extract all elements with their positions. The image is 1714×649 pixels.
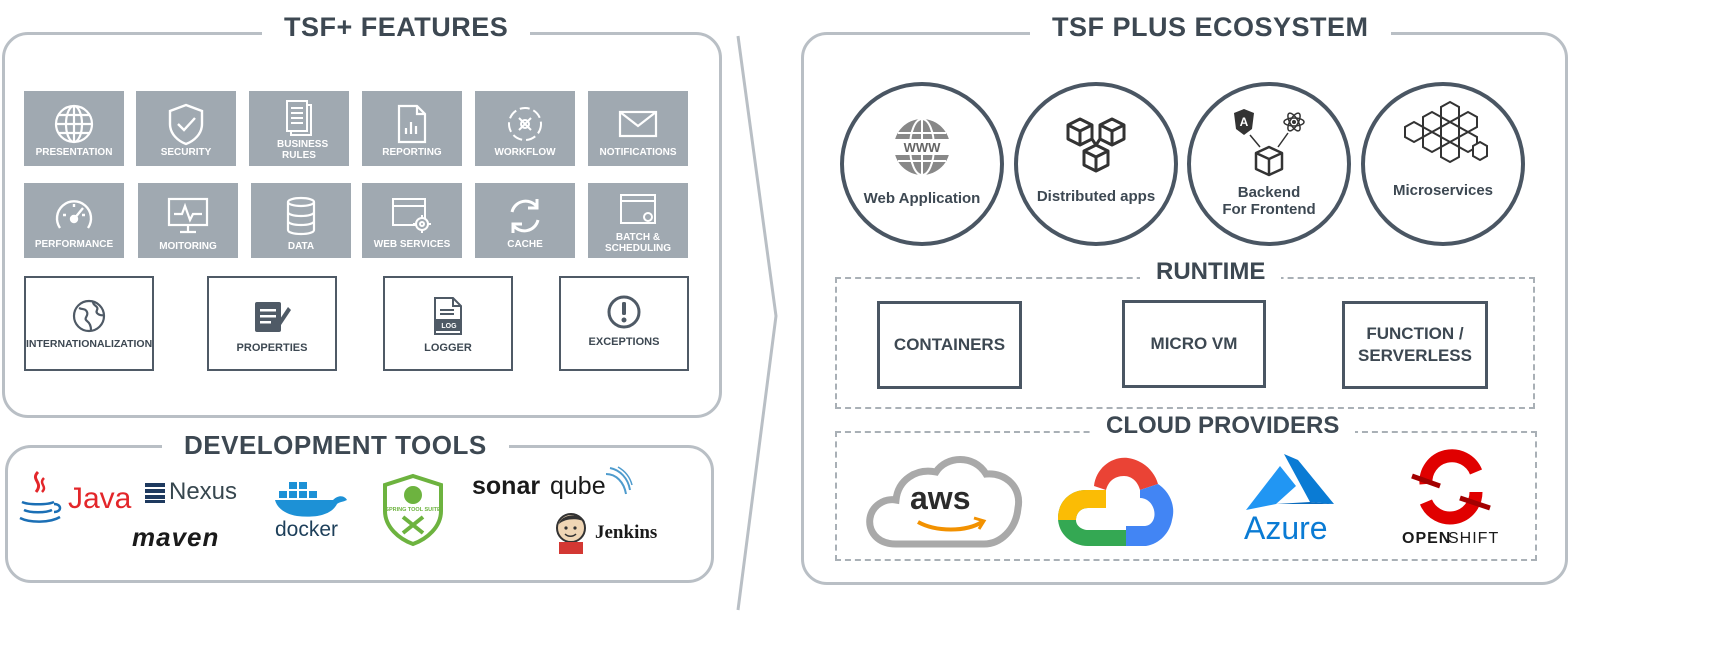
circle-label-line1: Backend (1237, 184, 1301, 201)
edit-document-icon (209, 296, 335, 336)
box-label: EXCEPTIONS (588, 336, 660, 348)
azure-text: Azure (1244, 510, 1328, 546)
hexagons-icon (1365, 100, 1521, 180)
web-application-circle[interactable]: WWW Web Application (840, 82, 1004, 246)
workflow-cycle-icon (475, 102, 575, 146)
tile-label: MOITORING (159, 241, 217, 252)
box-label: INTERNATIONALIZATION (26, 338, 153, 350)
divider-chevron (736, 35, 778, 611)
features-title: TSF+ FEATURES (262, 10, 531, 44)
backend-cube-icon: A (1191, 106, 1347, 184)
spring-text: SPRING TOOL SUITE (385, 507, 441, 513)
tile-label: BUSINESS RULES (277, 139, 329, 161)
tile-reporting[interactable]: REPORTING (362, 91, 462, 166)
tile-label: SECURITY (160, 147, 212, 158)
java-text: Java (68, 482, 132, 515)
jenkins-text: Jenkins (595, 522, 658, 543)
tile-presentation[interactable]: PRESENTATION (24, 91, 124, 166)
dev-tools-title: DEVELOPMENT TOOLS (162, 428, 509, 462)
globe-icon (24, 102, 124, 146)
refresh-icon (475, 194, 575, 238)
angular-letter: A (1240, 115, 1249, 129)
monitor-icon (138, 194, 238, 238)
earth-icon (26, 296, 152, 336)
tile-label: DATA (287, 241, 315, 252)
jenkins-logo: Jenkins (553, 510, 683, 556)
box-logger[interactable]: LOG LOGGER (383, 276, 513, 371)
log-file-icon: LOG (385, 296, 511, 336)
box-properties[interactable]: PROPERTIES (207, 276, 337, 371)
tile-label: REPORTING (382, 147, 442, 158)
envelope-icon (588, 102, 688, 146)
distributed-apps-circle[interactable]: Distributed apps (1014, 82, 1178, 246)
openshift-logo: OPEN SHIFT (1400, 446, 1500, 550)
box-internationalization[interactable]: INTERNATIONALIZATION (24, 276, 154, 371)
tile-cache[interactable]: CACHE (475, 183, 575, 258)
ecosystem-title: TSF PLUS ECOSYSTEM (1030, 10, 1391, 44)
spring-tool-suite-logo: SPRING TOOL SUITE (381, 473, 445, 547)
tile-label: NOTIFICATIONS (599, 147, 677, 158)
docker-text: docker (275, 518, 339, 541)
aws-text: aws (910, 480, 971, 516)
tile-data[interactable]: DATA (251, 183, 351, 258)
circle-label: Web Application (863, 190, 981, 207)
web-gear-icon (362, 194, 462, 238)
gauge-icon (24, 194, 124, 238)
box-label: LOGGER (424, 342, 472, 354)
tile-performance[interactable]: PERFORMANCE (24, 183, 124, 258)
aws-logo: aws (866, 450, 1024, 550)
svg-text:LOG: LOG (441, 323, 457, 330)
exclamation-icon (561, 292, 687, 332)
microservices-circle[interactable]: Microservices (1361, 82, 1525, 246)
circle-label-line2: For Frontend (1222, 201, 1316, 218)
qube-text: qube (550, 472, 606, 500)
circle-label: Microservices (1392, 182, 1494, 199)
runtime-function-serverless[interactable]: FUNCTION / SERVERLESS (1342, 301, 1488, 389)
www-globe-icon: WWW (844, 108, 1000, 186)
database-icon (251, 194, 351, 238)
tile-monitoring[interactable]: MOITORING (138, 183, 238, 258)
runtime-micro-vm[interactable]: MICRO VM (1122, 300, 1266, 388)
cubes-icon (1018, 108, 1174, 186)
cloud-providers-title: CLOUD PROVIDERS (1090, 411, 1356, 441)
openshift-text-open: OPEN (1402, 530, 1452, 547)
tile-notifications[interactable]: NOTIFICATIONS (588, 91, 688, 166)
backend-for-frontend-circle[interactable]: A Backend For Frontend (1187, 82, 1351, 246)
tile-web-services[interactable]: WEB SERVICES (362, 183, 462, 258)
sonarqube-logo: sonar qube (472, 466, 636, 502)
tile-batch-scheduling[interactable]: BATCH & SCHEDULING (588, 183, 688, 258)
box-label: PROPERTIES (236, 342, 308, 354)
www-text: WWW (904, 140, 942, 155)
tile-label: WEB SERVICES (373, 239, 451, 250)
nexus-text: Nexus (169, 478, 238, 505)
dev-tools-panel (5, 445, 714, 583)
google-cloud-logo (1054, 452, 1176, 550)
azure-logo: Azure (1240, 452, 1336, 550)
sonar-text: sonar (472, 472, 541, 500)
circle-label: Distributed apps (1036, 188, 1156, 205)
openshift-text-shift: SHIFT (1448, 530, 1500, 547)
function-line1: FUNCTION / (1366, 324, 1464, 343)
maven-text: maven (132, 522, 220, 552)
batch-window-icon (588, 187, 688, 231)
tile-label: PRESENTATION (35, 147, 113, 158)
nexus-logo: Nexus (145, 478, 255, 508)
function-line2: SERVERLESS (1357, 346, 1472, 365)
runtime-containers[interactable]: CONTAINERS (877, 301, 1022, 389)
tile-security[interactable]: SECURITY (136, 91, 236, 166)
tile-business-rules[interactable]: BUSINESS RULES (249, 91, 349, 166)
tile-label: CACHE (507, 239, 543, 250)
tile-label: PERFORMANCE (34, 239, 114, 250)
documents-icon (249, 97, 349, 141)
runtime-title: RUNTIME (1140, 257, 1282, 287)
tile-label: BATCH & SCHEDULING (604, 232, 672, 254)
tile-label: WORKFLOW (494, 147, 556, 158)
docker-logo: docker (273, 478, 353, 544)
java-logo: Java (16, 468, 131, 532)
box-exceptions[interactable]: EXCEPTIONS (559, 276, 689, 371)
shield-check-icon (136, 102, 236, 146)
tile-workflow[interactable]: WORKFLOW (475, 91, 575, 166)
maven-logo: maven (132, 522, 242, 554)
report-icon (362, 102, 462, 146)
